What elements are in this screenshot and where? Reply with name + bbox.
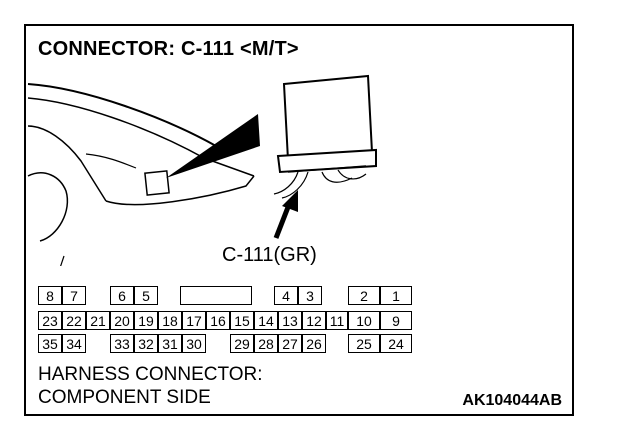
pin-32: 32 [134, 334, 158, 353]
pin-30: 30 [182, 334, 206, 353]
pin-7: 7 [62, 286, 86, 305]
pin-8: 8 [38, 286, 62, 305]
pin-21: 21 [86, 311, 110, 330]
figure-code: AK104044AB [462, 392, 562, 409]
pin-11: 11 [326, 311, 348, 330]
pin-4: 4 [274, 286, 298, 305]
diagram-frame: CONNECTOR: C-111 <M/T> C-111(GR) 8 7 6 [24, 24, 574, 416]
pin-34: 34 [62, 334, 86, 353]
pin-15: 15 [230, 311, 254, 330]
pin-25: 25 [348, 334, 380, 353]
pin-27: 27 [278, 334, 302, 353]
pin-3: 3 [298, 286, 322, 305]
pin-17: 17 [182, 311, 206, 330]
dashboard-illustration [27, 74, 377, 266]
pin-2: 2 [348, 286, 380, 305]
pin-26: 26 [302, 334, 326, 353]
pin-10: 10 [348, 311, 380, 330]
pin-24: 24 [380, 334, 412, 353]
pin-31: 31 [158, 334, 182, 353]
pin-23: 23 [38, 311, 62, 330]
pin-33: 33 [110, 334, 134, 353]
footer-harness-connector: HARNESS CONNECTOR: [38, 364, 263, 385]
pin-18: 18 [158, 311, 182, 330]
pin-12: 12 [302, 311, 326, 330]
connector-code-label: C-111(GR) [222, 244, 317, 266]
footer-component-side: COMPONENT SIDE [38, 387, 211, 408]
pin-5: 5 [134, 286, 158, 305]
pin-22: 22 [62, 311, 86, 330]
pin-13: 13 [278, 311, 302, 330]
blank-key-slot [180, 286, 252, 305]
pin-29: 29 [230, 334, 254, 353]
pin-16: 16 [206, 311, 230, 330]
pin-19: 19 [134, 311, 158, 330]
pin-28: 28 [254, 334, 278, 353]
pin-1: 1 [380, 286, 412, 305]
pin-35: 35 [38, 334, 62, 353]
pin-20: 20 [110, 311, 134, 330]
pin-9: 9 [380, 311, 412, 330]
pin-14: 14 [254, 311, 278, 330]
connector-title: CONNECTOR: C-111 <M/T> [38, 38, 299, 60]
pin-6: 6 [110, 286, 134, 305]
